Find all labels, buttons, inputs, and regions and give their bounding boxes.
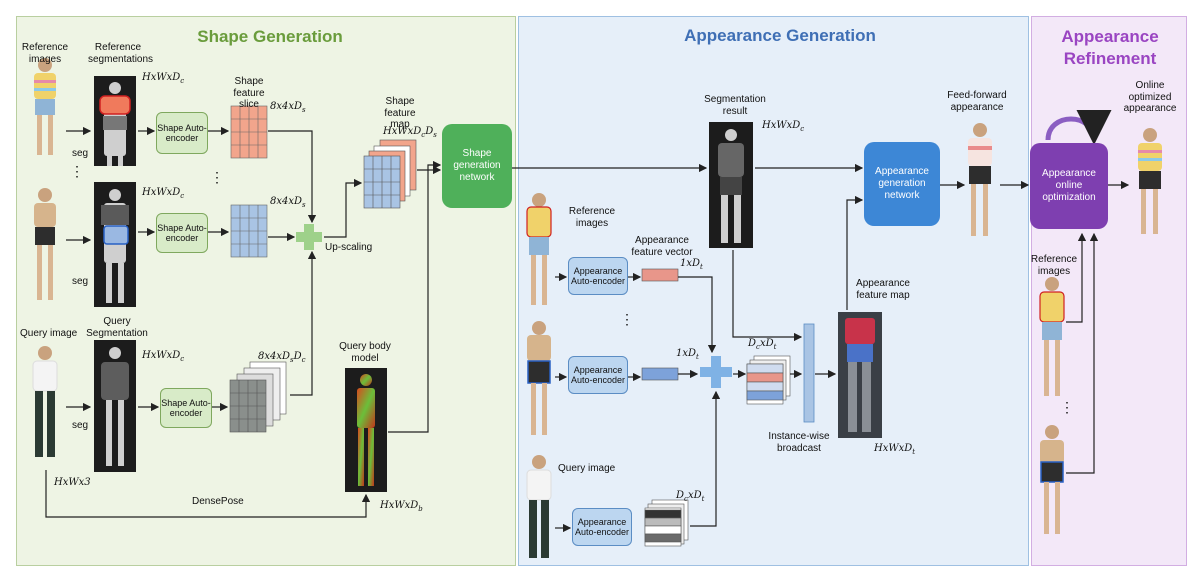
ref-person-a — [526, 193, 552, 305]
shape-map-dim: HxWxDcDs — [383, 126, 437, 139]
shape-feature-map-stack — [363, 139, 417, 209]
body-model-dim: HxWxDb — [380, 500, 423, 513]
refine-ref-person-a — [1039, 277, 1065, 396]
appearance-online-optimization: Appearance online optimization — [1030, 143, 1108, 229]
query-feature-dim: 8x4xDsDc — [258, 351, 306, 364]
seg-result-figure — [709, 122, 753, 248]
reference-person-1 — [34, 58, 56, 155]
shape-generation-title: Shape Generation — [197, 27, 343, 46]
reference-images-label: Reference images — [21, 42, 69, 65]
slice-dim-1: 8x4xDs — [270, 101, 306, 114]
densepose-label: DensePose — [192, 496, 244, 507]
refinement-reference-images-label: Reference images — [1030, 254, 1078, 277]
vertical-dots-2: ⋮ — [210, 169, 224, 185]
shape-autoencoder-3: Shape Auto-encoder — [160, 388, 212, 428]
reference-segmentations-label: Reference segmentations — [88, 42, 154, 65]
appearance-generation-title: Appearance Generation — [684, 26, 876, 45]
appearance-map-dim: HxWxDt — [874, 443, 916, 456]
feature-vector-red — [641, 268, 679, 282]
shape-autoencoder-2: Shape Auto-encoder — [156, 213, 208, 253]
seg-result-dim: HxWxDc — [762, 120, 805, 133]
seg-label-2: seg — [72, 276, 89, 287]
query-seg-dim: HxWxDc — [142, 350, 185, 363]
query-person-appearance — [526, 455, 552, 558]
shape-generation-network: Shape generation network — [442, 124, 512, 208]
segmentation-result-label: Segmentation result — [704, 94, 766, 117]
query-appearance-stack — [644, 499, 689, 547]
appearance-feature-map-label: Appearance feature map — [856, 278, 910, 301]
ref-person-b — [527, 321, 551, 435]
vertical-dots-4: ⋮ — [1060, 399, 1074, 415]
feature-vector-dim-1: 1xDt — [680, 258, 703, 271]
appearance-generation-network: Appearance generation network — [864, 142, 940, 226]
appearance-autoencoder-1: Appearance Auto-encoder — [568, 257, 628, 295]
appearance-query-image-label: Query image — [558, 463, 616, 474]
appearance-refinement-title: Appearance Refinement — [1061, 27, 1159, 68]
query-image-label: Query image — [20, 328, 78, 339]
feature-vector-dim-2: 1xDt — [676, 348, 699, 361]
online-optimized-appearance-label: Online optimized appearance — [1123, 80, 1177, 114]
refine-ref-person-b — [1040, 425, 1064, 534]
feature-vector-blue — [641, 367, 679, 381]
combined-dim: DcxDt — [748, 338, 777, 351]
appearance-feature-vector-label: Appearance feature vector — [631, 235, 693, 258]
online-optimized-figure — [1138, 128, 1162, 234]
broadcast-bar — [803, 323, 815, 423]
appearance-plus-icon — [700, 356, 732, 388]
instance-wise-broadcast-label: Instance-wise broadcast — [768, 431, 830, 454]
query-segmentation-label: Query Segmentation — [86, 316, 148, 339]
combined-feature-stack — [746, 355, 791, 405]
query-appearance-dim: DcxDt — [676, 490, 705, 503]
upscaling-plus-icon — [296, 224, 322, 250]
query-person — [32, 346, 58, 457]
feature-slice-blue — [230, 204, 268, 258]
appearance-autoencoder-2: Appearance Auto-encoder — [568, 356, 628, 394]
vertical-dots-1: ⋮ — [70, 163, 84, 179]
shape-feature-slice-label: Shape feature slice — [233, 76, 265, 110]
shape-feature-map-label: Shape feature map — [384, 96, 416, 130]
seg-label-1: seg — [72, 148, 89, 159]
feed-forward-appearance-label: Feed-forward appearance — [947, 90, 1007, 113]
query-body-model-label: Query body model — [339, 341, 391, 364]
ref-seg-dim-1: HxWxDc — [142, 72, 185, 85]
appearance-autoencoder-3: Appearance Auto-encoder — [572, 508, 632, 546]
feature-slice-red — [230, 105, 268, 159]
appearance-reference-images-label: Reference images — [568, 206, 616, 229]
feed-forward-figure — [968, 123, 992, 236]
query-feature-stack — [229, 361, 287, 433]
ref-seg-dim-2: HxWxDc — [142, 187, 185, 200]
refinement-loop-arrow — [1045, 109, 1112, 145]
query-image-dim: HxWx3 — [54, 477, 91, 488]
vertical-dots-3: ⋮ — [620, 311, 634, 327]
appearance-feature-map-figure — [838, 312, 882, 438]
reference-person-2 — [34, 188, 56, 300]
slice-dim-2: 8x4xDs — [270, 196, 306, 209]
upscaling-label: Up-scaling — [325, 242, 373, 253]
shape-autoencoder-1: Shape Auto-encoder — [156, 112, 208, 154]
seg-label-3: seg — [72, 420, 89, 431]
